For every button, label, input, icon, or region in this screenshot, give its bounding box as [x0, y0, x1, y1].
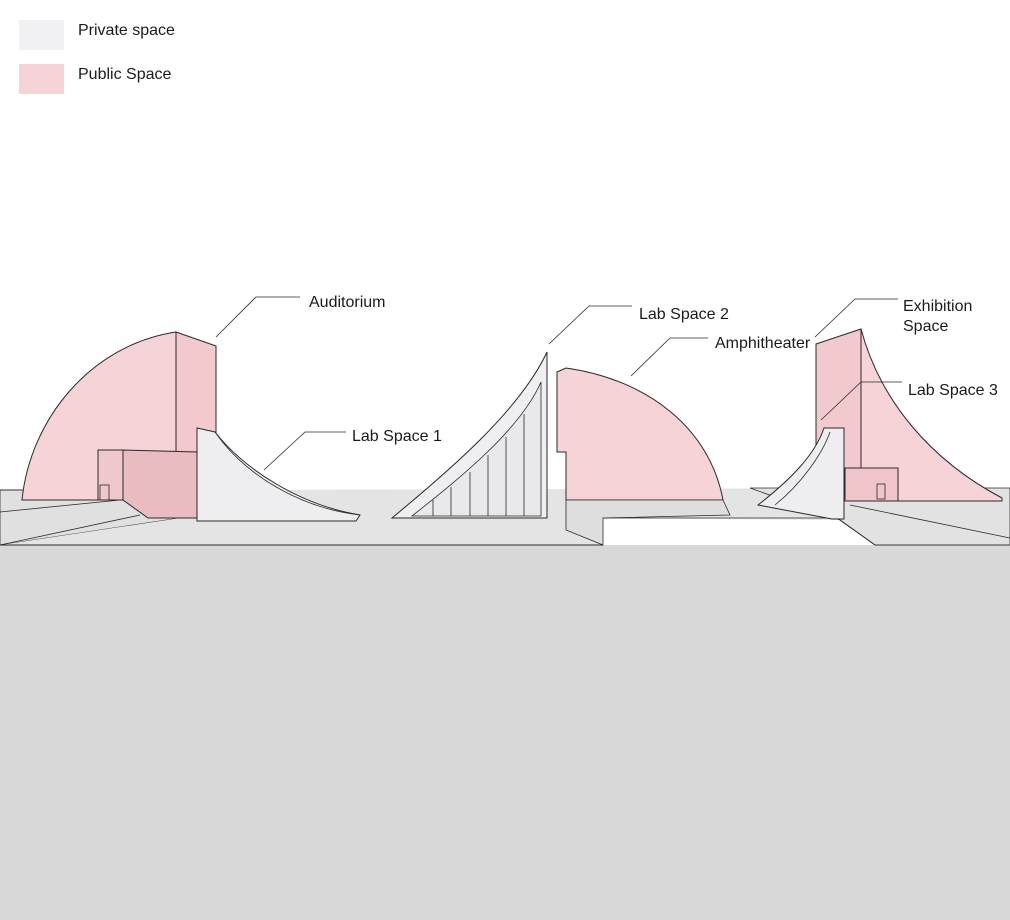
legend-label-public: Public Space: [78, 66, 172, 83]
exhibition-space-label-line2: Space: [903, 318, 948, 335]
lab-space-2-label: Lab Space 2: [639, 306, 729, 323]
ground-line-left-2: [0, 514, 141, 546]
ground-line-left-1: [0, 499, 121, 513]
lab-space-2-volume: [390, 351, 548, 519]
lab-space-2-leader: [548, 305, 632, 345]
auditorium-lobby-front: [122, 449, 198, 519]
auditorium-label: Auditorium: [309, 294, 385, 311]
ground-line-right-3: [849, 504, 1010, 539]
exhibition-space-label-line1: Exhibition: [903, 298, 972, 315]
amphitheater-label: Amphitheater: [715, 335, 811, 352]
lab-space-3-leader: [820, 381, 902, 421]
auditorium-volume: [21, 331, 217, 519]
legend-label-private: Private space: [78, 22, 175, 39]
exhibition-sail: [860, 328, 1003, 502]
lab-space-1-edge: [214, 431, 361, 516]
ground-mass: [0, 545, 1010, 920]
lab-space-3-edge: [774, 431, 831, 506]
auditorium-door: [99, 484, 110, 501]
lab-space-3-volume: [756, 427, 845, 520]
amphitheater-leader: [630, 337, 708, 377]
amphitheater-volume: [556, 367, 731, 546]
private-swatch: [19, 20, 64, 50]
lab-space-2-inner: [410, 381, 542, 517]
public-swatch: [19, 64, 64, 94]
lab-space-1-leader: [263, 431, 346, 471]
exhibition-leader: [814, 298, 898, 338]
lab-space-3-ramp: [756, 427, 845, 520]
ground-line-right-1: [839, 519, 876, 546]
legend-item-private: Private space: [19, 20, 319, 50]
auditorium-leader: [215, 296, 300, 338]
lab-space-3-label: Lab Space 3: [908, 382, 998, 399]
legend-item-public: Public Space: [19, 64, 319, 94]
lab-space-1-volume: [196, 427, 361, 522]
lab-space-1-label: Lab Space 1: [352, 428, 442, 445]
exhibition-entry: [844, 467, 899, 502]
amphitheater-base: [565, 499, 731, 546]
auditorium-lobby-side: [97, 449, 124, 501]
exhibition-door: [876, 483, 886, 500]
amphitheater-dome: [556, 367, 724, 501]
